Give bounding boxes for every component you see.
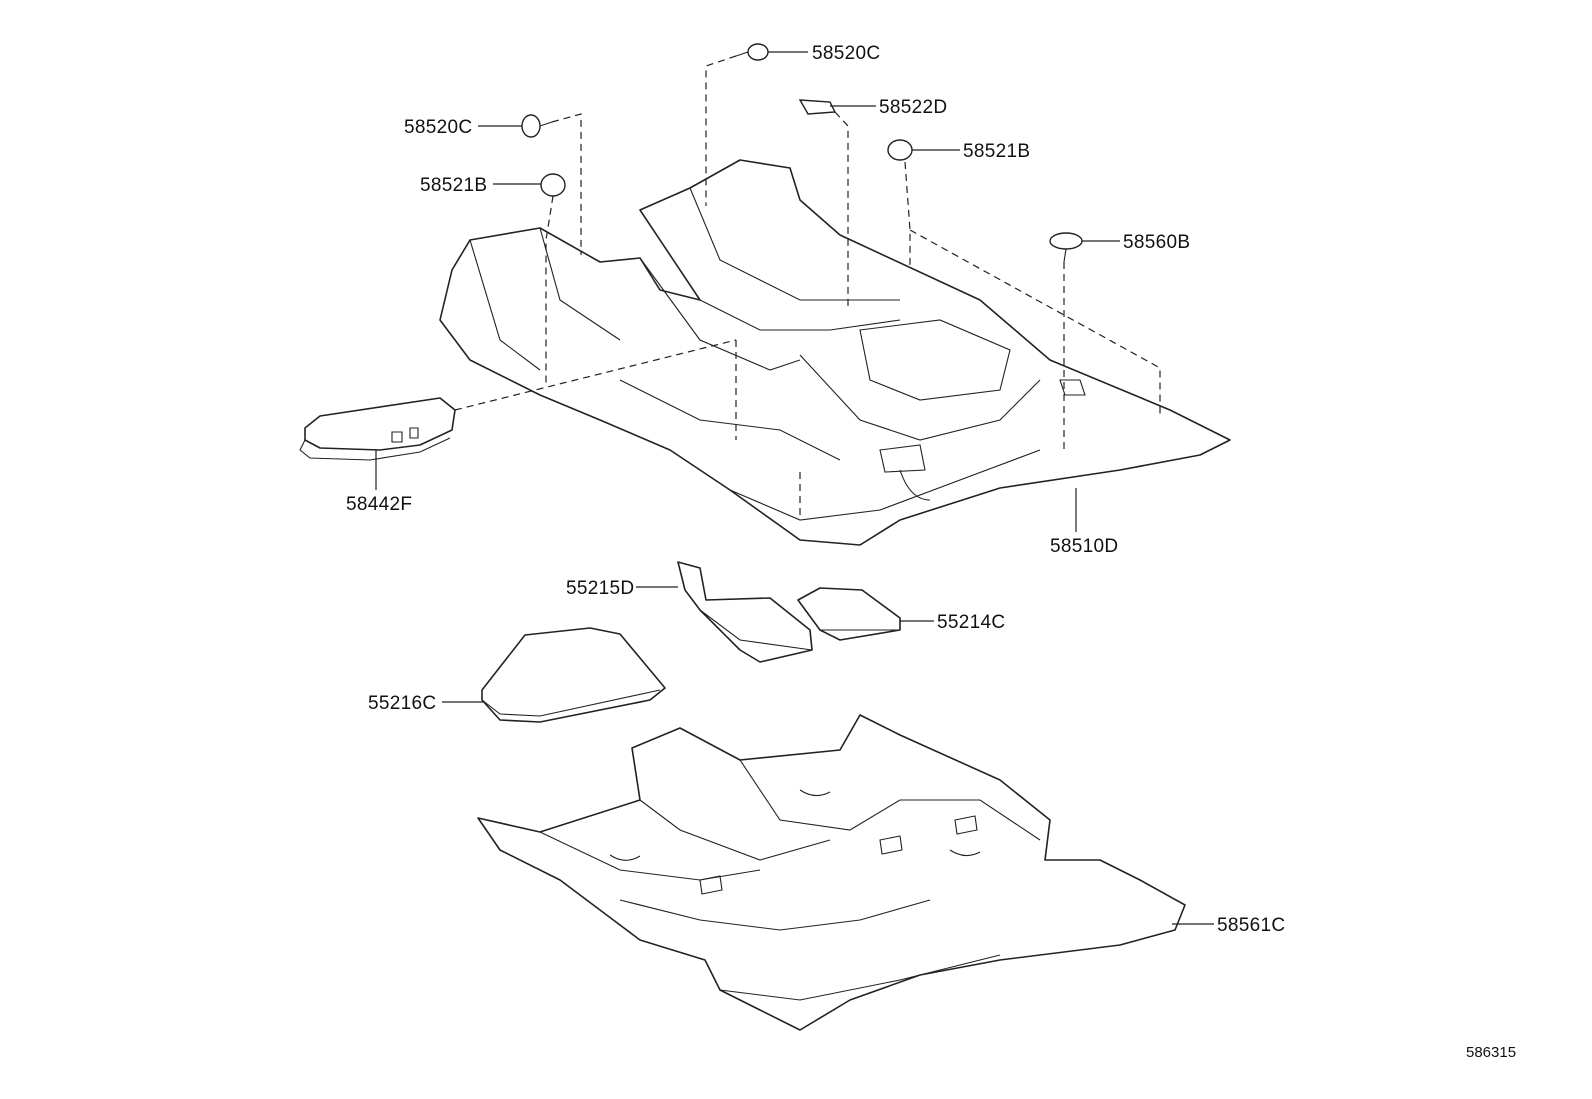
clip-58521B-left[interactable] <box>540 173 566 197</box>
label-55215D: 55215D <box>566 578 634 599</box>
label-55214C: 55214C <box>937 612 1005 633</box>
clip-58520C-top[interactable] <box>735 43 769 61</box>
label-58561C: 58561C <box>1217 915 1285 936</box>
label-58510D: 58510D <box>1050 536 1118 557</box>
label-58520C-top: 58520C <box>812 43 880 64</box>
reference-number: 586315 <box>1466 1044 1516 1061</box>
floor-carpet-58561C[interactable] <box>477 714 1186 1031</box>
clip-58522D[interactable] <box>798 99 837 115</box>
floor-carpet-58510D[interactable] <box>439 159 1231 546</box>
label-58521B-right: 58521B <box>963 141 1030 162</box>
assembly-guide-lines <box>454 55 1161 520</box>
label-58560B: 58560B <box>1123 232 1190 253</box>
label-58442F: 58442F <box>346 494 412 515</box>
mat-55216C[interactable] <box>481 627 666 723</box>
label-55216C: 55216C <box>368 693 436 714</box>
clip-58521B-right[interactable] <box>887 139 913 161</box>
console-box-58442F[interactable] <box>299 397 456 461</box>
clip-58520C-left[interactable] <box>521 114 553 138</box>
leader-lines <box>375 51 1214 925</box>
label-58522D: 58522D <box>879 97 947 118</box>
mat-55215D[interactable] <box>677 561 813 663</box>
label-58521B-left: 58521B <box>420 175 487 196</box>
clip-58560B[interactable] <box>1049 232 1083 263</box>
label-58520C-left: 58520C <box>404 117 472 138</box>
mat-55214C[interactable] <box>797 587 901 641</box>
